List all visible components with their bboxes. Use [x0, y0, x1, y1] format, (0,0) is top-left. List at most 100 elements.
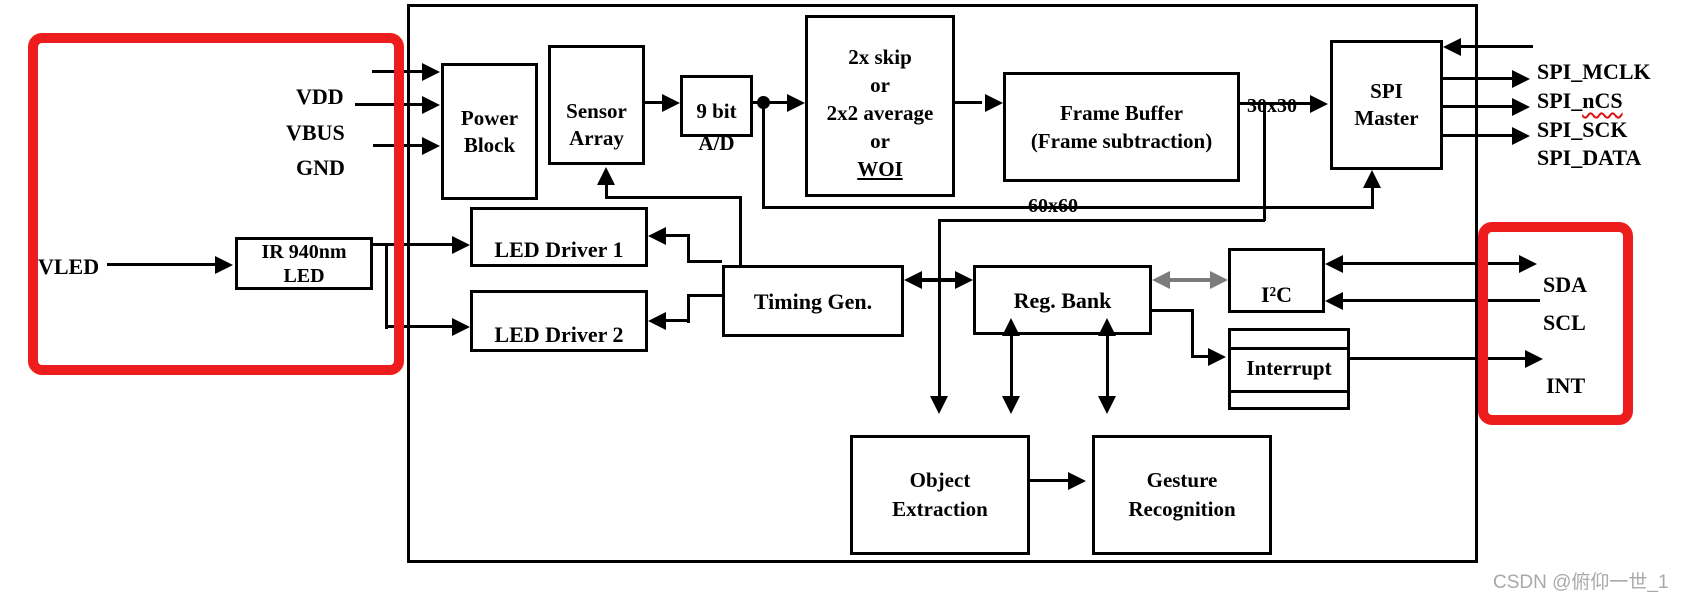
sensor-array-label: Array — [569, 126, 624, 150]
downsample-label: WOI — [857, 157, 903, 181]
label-spi-data: SPI_DATA — [1537, 145, 1642, 170]
label-spi-ncs: SPI_nCS — [1537, 88, 1623, 114]
wire — [687, 294, 690, 323]
ir-led-label: LED — [283, 264, 325, 287]
wire — [1443, 134, 1512, 137]
wire — [739, 196, 742, 267]
arrowhead — [1310, 95, 1328, 113]
gesture-recognition-label: Gesture — [1146, 468, 1218, 492]
wire — [920, 278, 957, 282]
wire — [938, 219, 1265, 222]
frame-buffer-label: (Frame subtraction) — [1030, 129, 1213, 153]
arrowhead — [215, 256, 233, 274]
wire — [762, 103, 765, 208]
label-spi-ncs-prefix: SPI_ — [1537, 88, 1583, 113]
wire — [1010, 334, 1013, 398]
led-driver-1-label: LED Driver 1 — [494, 237, 624, 262]
frame-buffer-block: Frame Buffer (Frame subtraction) — [1003, 72, 1240, 182]
timing-gen-block: Timing Gen. — [722, 265, 904, 337]
wire — [1443, 77, 1512, 80]
arrowhead — [1512, 127, 1530, 145]
wire — [1461, 45, 1533, 48]
downsample-label: or — [870, 73, 890, 97]
wire — [938, 219, 941, 398]
wire — [1443, 105, 1512, 108]
label-vled: VLED — [38, 254, 100, 279]
wire — [385, 243, 388, 329]
object-extraction-block: Object Extraction — [850, 435, 1030, 555]
wire — [762, 206, 1374, 209]
object-extraction-label: Object — [909, 468, 971, 492]
sensor-array-block: Sensor Array — [548, 45, 645, 165]
downsample-label: 2x skip — [848, 45, 912, 69]
label-spi-ncs-word: nCS — [1582, 88, 1623, 113]
arrowhead — [904, 271, 922, 289]
arrowhead — [1325, 255, 1343, 273]
arrowhead — [787, 94, 805, 112]
wire — [955, 101, 982, 104]
interrupt-divider — [1231, 347, 1347, 350]
watermark: CSDN @俯仰一世_1 — [1493, 572, 1669, 593]
arrowhead — [1325, 292, 1343, 310]
interrupt-block: Interrupt — [1228, 328, 1350, 410]
reg-bank-block: Reg. Bank — [973, 265, 1152, 335]
label-sda: SDA — [1543, 272, 1588, 297]
arrowhead — [1512, 70, 1530, 88]
arrowhead — [1512, 98, 1530, 116]
arrowhead — [1519, 255, 1537, 273]
arrowhead — [1525, 350, 1543, 368]
arrowhead — [930, 396, 948, 414]
arrowhead — [1152, 271, 1170, 289]
sensor-array-label: Sensor — [566, 99, 627, 123]
wire — [753, 101, 787, 104]
spi-master-block: SPI Master — [1330, 40, 1443, 170]
arrowhead — [1098, 396, 1116, 414]
arrowhead — [1098, 318, 1116, 336]
label-spi-mclk: SPI_MCLK — [1537, 59, 1651, 84]
wire — [1263, 104, 1266, 221]
adc-label: A/D — [698, 131, 735, 155]
interrupt-label: Interrupt — [1246, 356, 1332, 380]
adc-block: 9 bit A/D — [680, 75, 753, 155]
wire — [605, 196, 742, 199]
wire — [605, 182, 608, 198]
timing-gen-label: Timing Gen. — [753, 288, 873, 314]
wire — [1106, 334, 1109, 398]
arrowhead — [955, 271, 973, 289]
power-block-label: Block — [463, 132, 516, 157]
arrowhead — [985, 94, 1003, 112]
arrowhead — [422, 137, 440, 155]
arrowhead — [1068, 472, 1086, 490]
ir-led-block: IR 940nm LED — [235, 237, 373, 290]
gesture-recognition-block: Gesture Recognition — [1092, 435, 1272, 555]
wire — [1343, 262, 1519, 265]
object-extraction-label: Extraction — [892, 497, 988, 521]
downsample-label: 2x2 average — [826, 101, 934, 125]
label-vdd: VDD — [296, 84, 344, 109]
led-driver-2-block: LED Driver 2 — [470, 290, 648, 352]
arrowhead — [662, 94, 680, 112]
power-block-label: Power — [460, 105, 519, 130]
label-int: INT — [1546, 373, 1586, 398]
i2c-label: I²C — [1260, 282, 1293, 307]
spi-master-label: Master — [1354, 106, 1419, 130]
label-scl: SCL — [1543, 310, 1586, 335]
arrowhead — [1002, 318, 1020, 336]
wire — [1191, 355, 1208, 358]
arrowhead — [648, 312, 666, 330]
i2c-block: I²C — [1228, 248, 1325, 313]
highlight-box-right — [1478, 222, 1633, 425]
label-gnd: GND — [296, 155, 345, 180]
arrowhead — [1208, 348, 1226, 366]
adc-label: 9 bit — [696, 99, 737, 123]
arrowhead — [1002, 396, 1020, 414]
label-spi-sck: SPI_SCK — [1537, 117, 1628, 142]
wire — [687, 260, 722, 263]
junction-dot — [757, 96, 770, 109]
wire — [373, 243, 452, 246]
wire — [1240, 102, 1310, 105]
arrowhead — [422, 63, 440, 81]
wire — [1350, 357, 1525, 360]
bus-label-30x30: 30x30 — [1247, 95, 1297, 117]
spi-master-label: SPI — [1370, 79, 1403, 103]
